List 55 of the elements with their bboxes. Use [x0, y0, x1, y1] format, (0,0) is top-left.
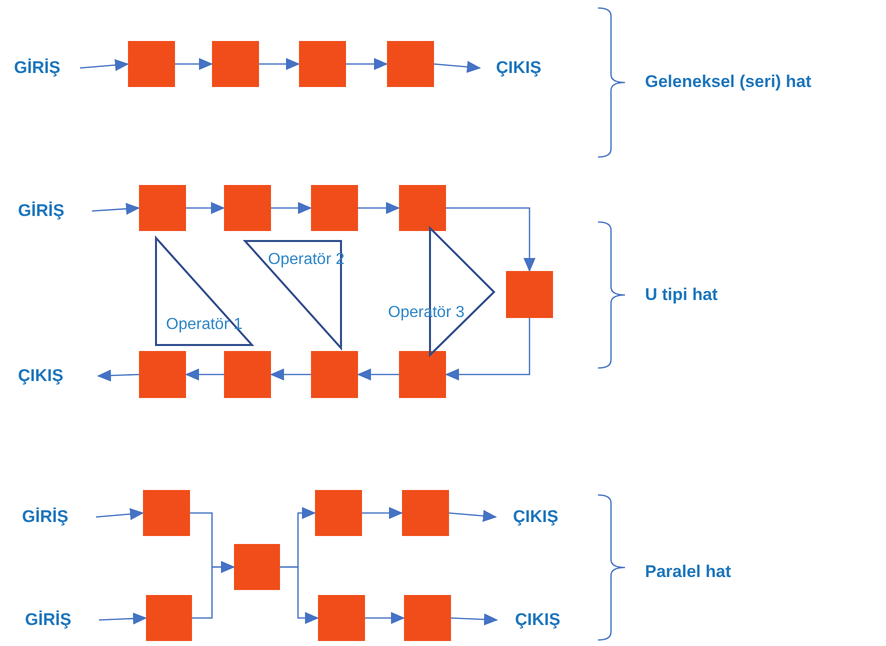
flow-terminal-label: GİRİŞ: [22, 505, 96, 529]
process-box: [399, 351, 446, 398]
process-box: [506, 271, 553, 318]
arrow: [192, 561, 235, 619]
process-box: [224, 185, 271, 231]
arrow: [175, 58, 213, 70]
arrow: [450, 613, 498, 626]
arrow: [186, 202, 225, 214]
arrow: [259, 58, 300, 70]
process-box: [128, 41, 175, 87]
process-box: [387, 41, 434, 87]
arrow: [80, 59, 129, 72]
arrow: [448, 510, 497, 522]
flow-terminal-label: ÇIKIŞ: [497, 608, 581, 632]
arrow: [358, 202, 400, 214]
arrow: [357, 368, 399, 380]
arrow: [97, 370, 140, 382]
arrow: [280, 566, 319, 624]
flow-terminal-label: GİRİŞ: [18, 199, 92, 223]
process-box: [143, 490, 190, 536]
arrow: [365, 612, 405, 624]
arrow: [98, 612, 147, 625]
line-type-label: Geleneksel (seri) hat: [645, 72, 812, 92]
arrow: [446, 207, 536, 272]
line-type-label: U tipi hat: [645, 285, 718, 305]
arrow: [445, 318, 530, 380]
process-box: [212, 41, 259, 87]
flow-terminal-label: ÇIKIŞ: [496, 505, 580, 529]
process-box: [146, 595, 192, 641]
arrow: [270, 368, 311, 380]
arrow: [362, 507, 403, 519]
arrow: [271, 202, 312, 214]
arrow: [346, 58, 388, 70]
process-box: [139, 185, 186, 231]
flow-terminal-label: GİRİŞ: [14, 56, 80, 80]
process-box: [234, 544, 280, 590]
process-box: [311, 185, 358, 231]
process-box: [399, 185, 446, 231]
arrow: [185, 368, 224, 380]
operator-label: Operatör 1: [166, 315, 242, 335]
process-box: [139, 351, 186, 398]
process-box: [315, 490, 362, 536]
process-box: [402, 490, 449, 536]
process-box: [299, 41, 346, 87]
flow-terminal-label: ÇIKIŞ: [480, 56, 564, 80]
arrow: [434, 60, 481, 73]
arrow: [92, 202, 140, 215]
arrow: [96, 508, 144, 520]
flow-terminal-label: GİRİŞ: [25, 608, 99, 632]
process-box: [318, 595, 365, 641]
process-box: [224, 351, 271, 398]
process-box: [404, 595, 451, 641]
flow-terminal-label: ÇIKIŞ: [18, 364, 98, 388]
process-box: [311, 351, 358, 398]
line-type-label: Paralel hat: [645, 562, 731, 582]
